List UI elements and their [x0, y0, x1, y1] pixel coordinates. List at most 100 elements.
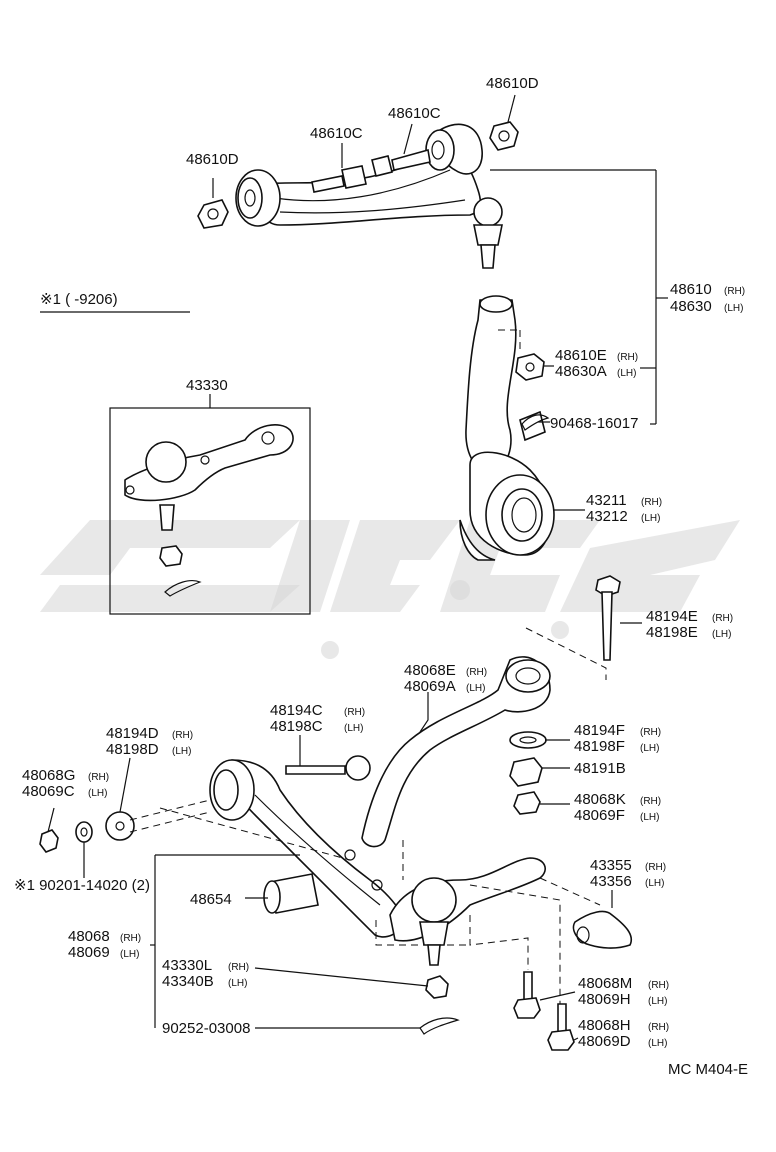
- bolt-48610C-right: [371, 148, 431, 177]
- label-48194C-side: (RH): [344, 707, 365, 718]
- bushing-48654: [263, 873, 319, 914]
- note-9206: ※1 ( -9206): [40, 291, 118, 308]
- label-48069A: 48069A: [404, 678, 456, 695]
- label-48068G-side: (RH): [88, 772, 109, 783]
- cotter-pin-90468: [521, 414, 550, 431]
- label-48069D: 48069D: [578, 1033, 631, 1050]
- label-48198F: 48198F: [574, 738, 625, 755]
- cotter-pin-90252: [419, 1017, 460, 1035]
- label-48610D-left: 48610D: [186, 151, 239, 168]
- label-48198D-side: (LH): [172, 746, 191, 757]
- label-48610C-left: 48610C: [310, 125, 363, 142]
- leader-lines: [40, 94, 668, 1041]
- nut-48068K: [513, 791, 541, 815]
- nut-48610E: [515, 353, 545, 381]
- lower-control-arm-front: [209, 759, 406, 938]
- label-48068: 48068: [68, 928, 110, 945]
- nut-48610D-right: [489, 121, 519, 151]
- label-48198C-side: (LH): [344, 723, 363, 734]
- label-43212: 43212: [586, 508, 628, 525]
- label-48194E-side: (RH): [712, 613, 733, 624]
- diagram-reference: MC M404-E: [668, 1061, 748, 1078]
- bolt-48610C-left: [311, 165, 367, 193]
- label-48630A-side: (LH): [617, 368, 636, 379]
- label-48069H: 48069H: [578, 991, 631, 1008]
- label-48069F-side: (LH): [640, 812, 659, 823]
- nut-48610D-left: [197, 199, 229, 229]
- label-48068M: 48068M: [578, 975, 632, 992]
- label-48610E: 48610E: [555, 347, 607, 364]
- label-48069D-side: (LH): [648, 1038, 667, 1049]
- label-90252: 90252-03008: [162, 1020, 250, 1037]
- label-48068E-side: (RH): [466, 667, 487, 678]
- nut-48191B: [509, 757, 543, 787]
- label-48194F: 48194F: [574, 722, 625, 739]
- label-48194F-side: (RH): [640, 727, 661, 738]
- label-48198C: 48198C: [270, 718, 323, 735]
- label-48610E-side: (RH): [617, 352, 638, 363]
- label-48198E: 48198E: [646, 624, 698, 641]
- label-43211: 43211: [586, 492, 627, 509]
- label-48069F: 48069F: [574, 807, 625, 824]
- label-43330L: 43330L: [162, 957, 212, 974]
- label-48069C: 48069C: [22, 783, 75, 800]
- steering-knuckle: [459, 295, 555, 561]
- label-43330: 43330: [186, 377, 228, 394]
- label-48194E: 48194E: [646, 608, 698, 625]
- label-48610: 48610: [670, 281, 712, 298]
- watermark-logo: [40, 520, 740, 659]
- label-48069: 48069: [68, 944, 110, 961]
- nut-48068G: [39, 829, 59, 853]
- washer-48194F: [509, 731, 547, 749]
- label-48068G: 48068G: [22, 767, 75, 784]
- label-90468: 90468-16017: [550, 415, 638, 432]
- bolt-48194C: [285, 755, 371, 781]
- label-43340B: 43340B: [162, 973, 214, 990]
- label-43340B-side: (LH): [228, 978, 247, 989]
- bolt-48068H: [547, 1003, 575, 1051]
- nut-43330L: [425, 975, 449, 999]
- label-48630: 48630: [670, 298, 712, 315]
- label-48068-side: (RH): [120, 933, 141, 944]
- label-48198D: 48198D: [106, 741, 159, 758]
- labels: 48610D 48610C 48610C 48610D 48610 (RH) 4…: [14, 75, 748, 1078]
- label-43212-side: (LH): [641, 513, 660, 524]
- label-48630A: 48630A: [555, 363, 607, 380]
- label-48068K-side: (RH): [640, 796, 661, 807]
- bolt-48068M: [513, 971, 541, 1019]
- lower-control-arm-rear: [361, 656, 551, 848]
- label-48068M-side: (RH): [648, 980, 669, 991]
- label-43355: 43355: [590, 857, 632, 874]
- label-48194D: 48194D: [106, 725, 159, 742]
- label-48069C-side: (LH): [88, 788, 107, 799]
- label-90201: ※1 90201-14020 (2): [14, 877, 150, 894]
- label-48191B: 48191B: [574, 760, 626, 777]
- washer-90201: [75, 821, 93, 843]
- label-48198F-side: (LH): [640, 743, 659, 754]
- label-48610-side: (RH): [724, 286, 745, 297]
- bracket-43355: [572, 910, 632, 949]
- label-48194C: 48194C: [270, 702, 323, 719]
- label-48630-side: (LH): [724, 303, 743, 314]
- label-43356-side: (LH): [645, 878, 664, 889]
- label-48198E-side: (LH): [712, 629, 731, 640]
- label-48069A-side: (LH): [466, 683, 485, 694]
- label-43356: 43356: [590, 873, 632, 890]
- lower-ball-joint: [389, 857, 546, 966]
- bolt-48194E: [595, 575, 621, 661]
- label-48069-side: (LH): [120, 949, 139, 960]
- upper-control-arm: [235, 123, 503, 269]
- upper-fasteners: [197, 121, 519, 229]
- label-43211-side: (RH): [641, 497, 662, 508]
- label-48068H: 48068H: [578, 1017, 631, 1034]
- label-48068E: 48068E: [404, 662, 456, 679]
- label-48069H-side: (LH): [648, 996, 667, 1007]
- label-48068H-side: (RH): [648, 1022, 669, 1033]
- label-43355-side: (RH): [645, 862, 666, 873]
- label-48194D-side: (RH): [172, 730, 193, 741]
- label-43330L-side: (RH): [228, 962, 249, 973]
- label-48610C-right: 48610C: [388, 105, 441, 122]
- label-48654: 48654: [190, 891, 232, 908]
